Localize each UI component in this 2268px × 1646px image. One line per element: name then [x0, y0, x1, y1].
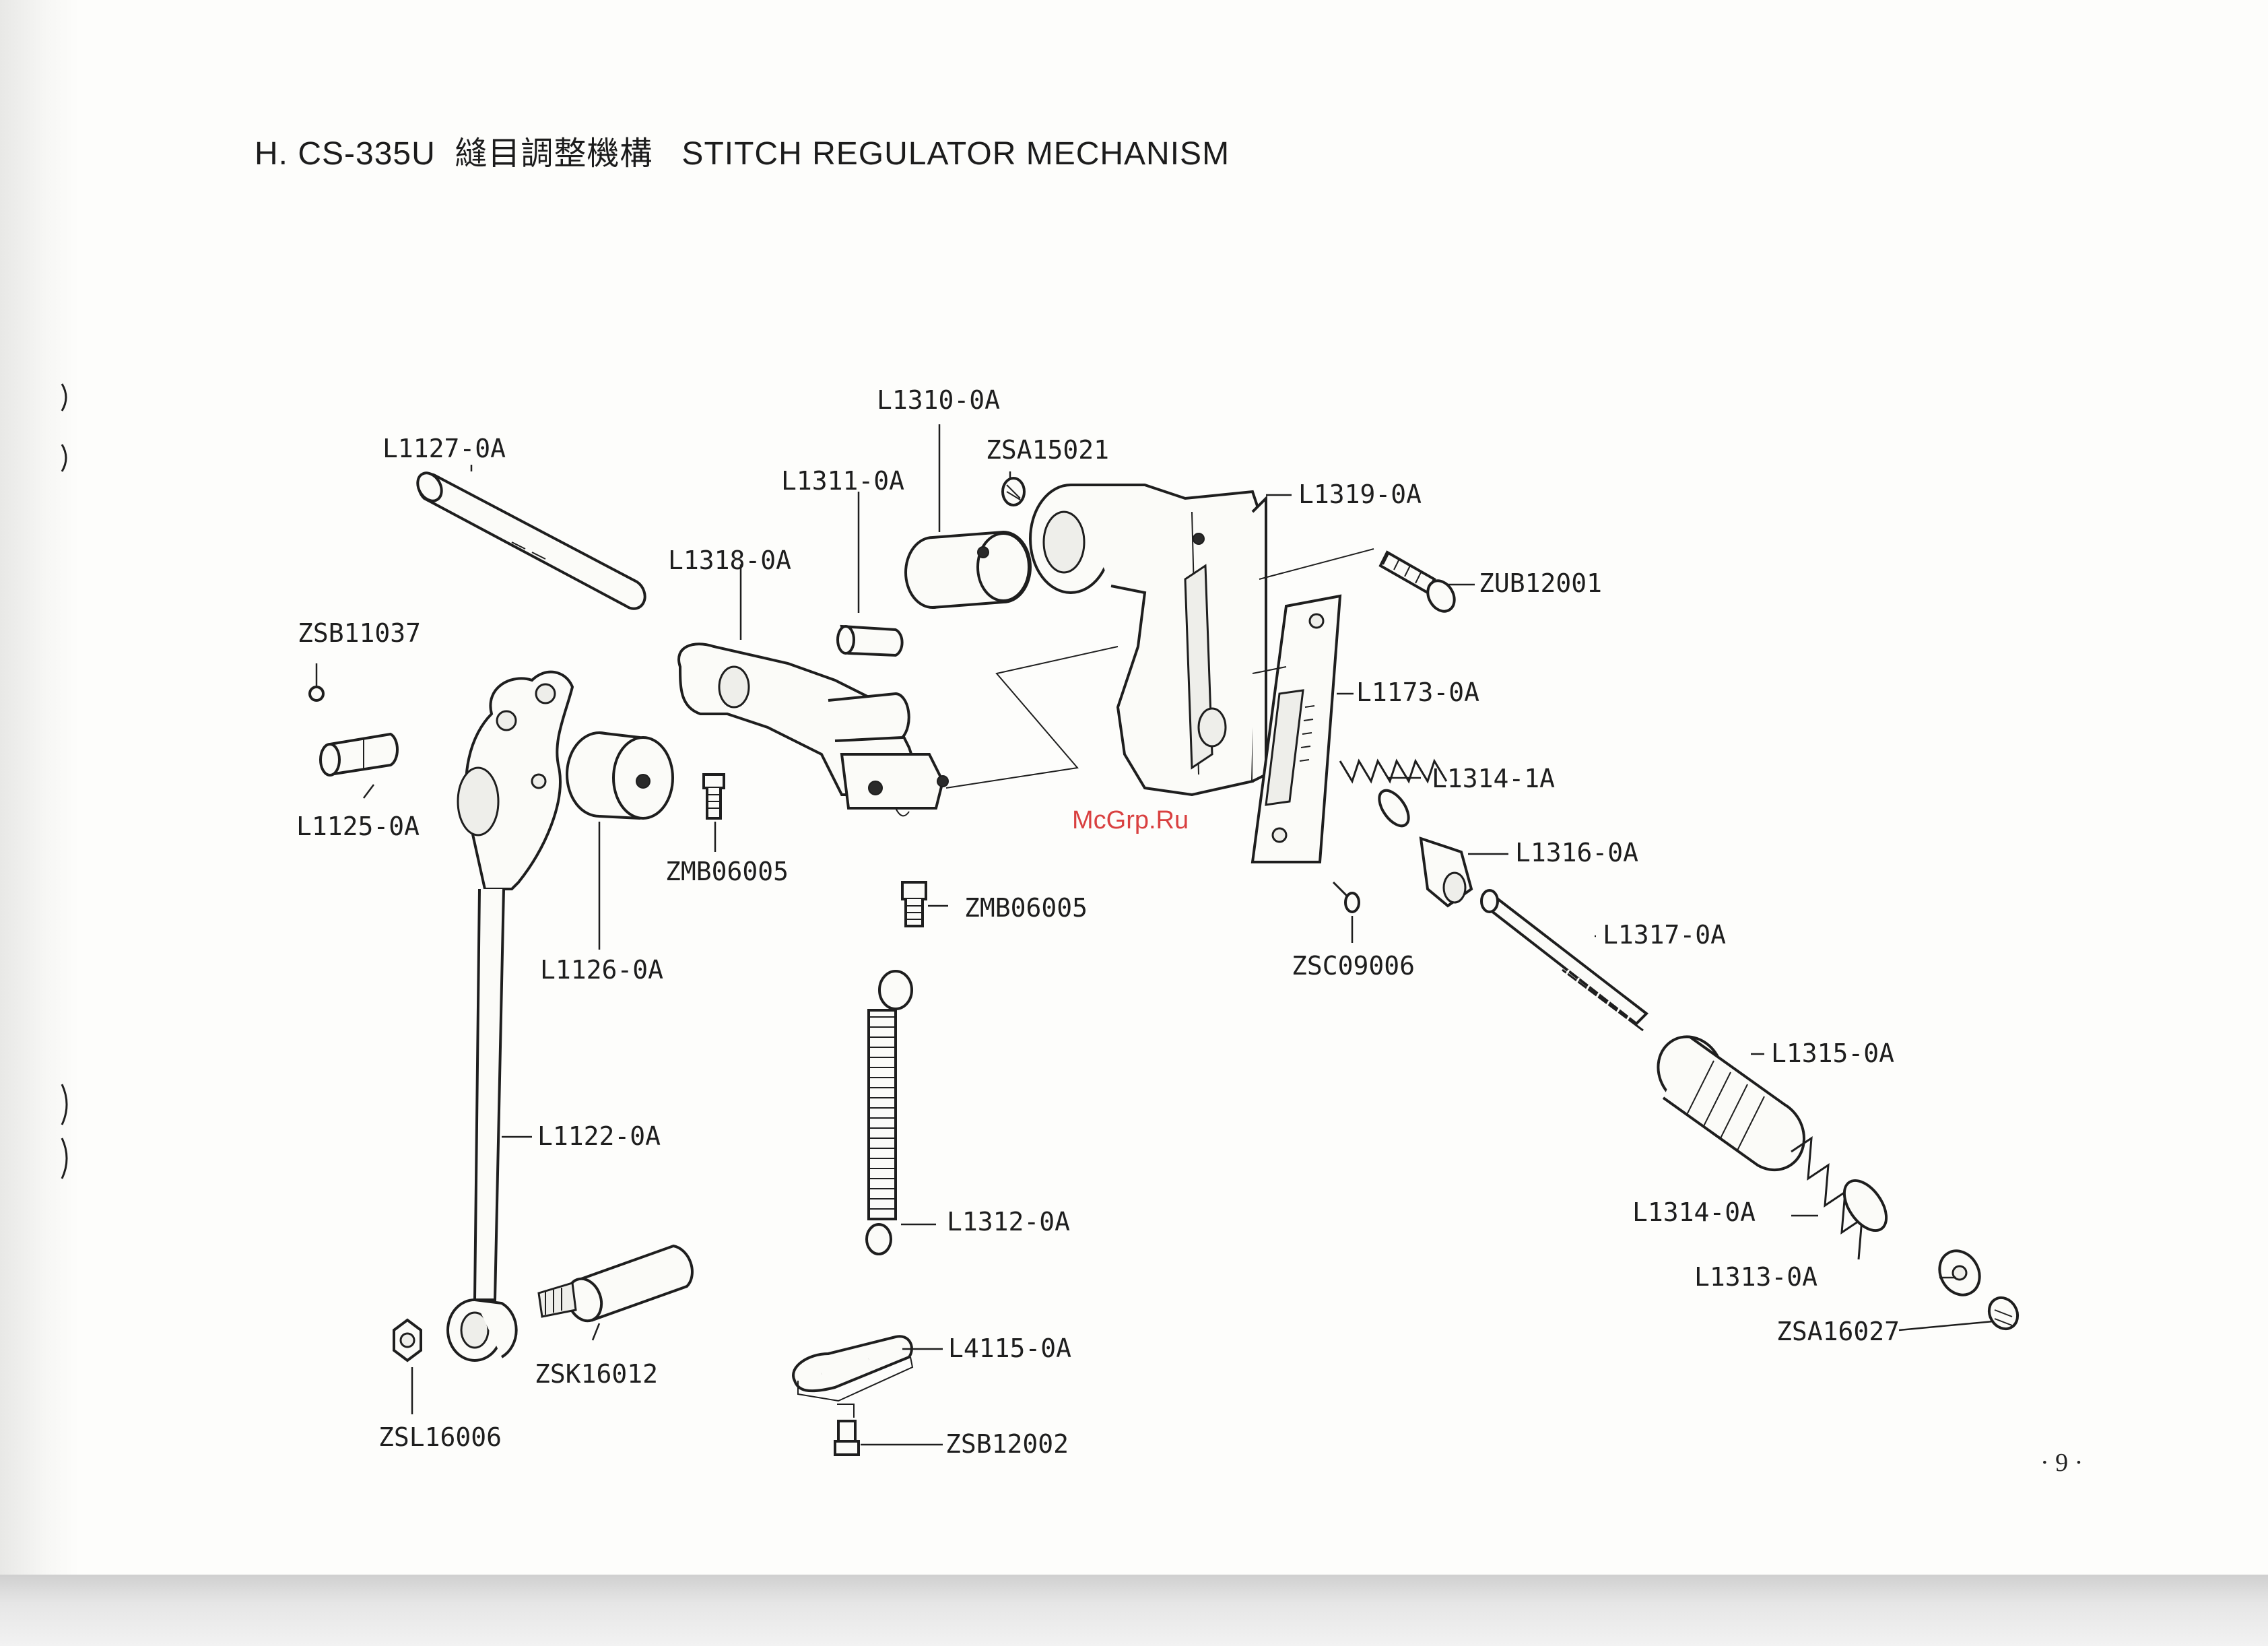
shaft-L1317-part [1480, 889, 1649, 1032]
part-label-ZUB12001: ZUB12001 [1479, 568, 1603, 598]
part-label-ZSA16027: ZSA16027 [1776, 1317, 1900, 1346]
part-label-ZSK16012: ZSK16012 [535, 1359, 659, 1389]
collar-L1126-part [566, 731, 674, 820]
assembly-guide-lines [945, 548, 1374, 789]
pin-L1311-part [836, 624, 904, 657]
lever-L1122-part [446, 670, 574, 1362]
page-bottom-edge [0, 1575, 2268, 1646]
screw-ZSA16027-part [1987, 1296, 2020, 1331]
part-label-L1126-0A: L1126-0A [540, 955, 664, 985]
page-binding-shadow [0, 0, 79, 1646]
part-label-L1312-0A: L1312-0A [947, 1207, 1071, 1237]
nut-ZSL16006-part [393, 1318, 422, 1362]
part-label-ZSL16006: ZSL16006 [378, 1422, 502, 1452]
block-L1316-part [1419, 836, 1473, 908]
cap-L1313-part [1938, 1249, 1981, 1296]
part-label-L1314-1A: L1314-1A [1432, 764, 1556, 793]
knob-L1315-part [1657, 1035, 1805, 1172]
part-label-L4115-0A: L4115-0A [948, 1334, 1072, 1363]
page-number: · 9 · [2040, 1449, 2083, 1477]
part-label-L1316-0A: L1316-0A [1515, 838, 1639, 867]
part-label-L1314-0A: L1314-0A [1632, 1197, 1756, 1227]
part-label-ZSB11037: ZSB11037 [298, 618, 422, 648]
leader-lines [315, 424, 1994, 1446]
part-label-L1122-0A: L1122-0A [537, 1121, 661, 1151]
part-label-ZSB12002: ZSB12002 [945, 1429, 1069, 1459]
watermark-text: McGrp.Ru [1072, 806, 1189, 834]
binding-rings [61, 383, 68, 1179]
spring-L1312-part [865, 970, 913, 1255]
part-label-L1318-0A: L1318-0A [668, 546, 792, 575]
part-label-L1127-0A: L1127-0A [382, 434, 506, 463]
plate-L4115-part [792, 1335, 914, 1402]
stud-ZSK16012-part [537, 1244, 694, 1323]
part-label-ZSA15021: ZSA15021 [986, 435, 1110, 465]
screw-ZSB12002-part [834, 1404, 860, 1456]
screw-ZMB06005-b-part [901, 881, 927, 927]
part-label-L1317-0A: L1317-0A [1603, 920, 1727, 950]
screw-ZUB12001-part [1378, 550, 1456, 613]
part-label-L1319-0A: L1319-0A [1298, 480, 1422, 509]
screw-ZMB06005-a-part [702, 773, 725, 820]
pin-L1127-part [416, 471, 646, 610]
part-label-L1310-0A: L1310-0A [877, 385, 1001, 415]
spring-L1314-1A-part [1339, 758, 1448, 828]
bracket-L1319-part [1029, 484, 1267, 797]
screw-ZSC09006-part [1332, 881, 1360, 913]
part-label-L1173-0A: L1173-0A [1356, 678, 1480, 707]
screw-ZSA15021-part [1001, 477, 1026, 506]
part-label-L1315-0A: L1315-0A [1771, 1039, 1895, 1068]
plate-L1173-part [1250, 594, 1342, 863]
pin-L1125-part [319, 732, 399, 777]
page-title: H. CS-335U 縫目調整機構 STITCH REGULATOR MECHA… [255, 136, 1230, 172]
part-label-L1125-0A: L1125-0A [296, 812, 420, 841]
part-label-ZMB06005-b: ZMB06005 [964, 893, 1088, 923]
part-label-L1311-0A: L1311-0A [781, 466, 905, 496]
part-label-L1313-0A: L1313-0A [1694, 1262, 1818, 1292]
crank-L1318-part [677, 643, 949, 817]
bushing-L1310-part [904, 530, 1032, 609]
spring-L1314-0A-part [1791, 1136, 1888, 1260]
part-label-ZSC09006: ZSC09006 [1292, 951, 1415, 981]
part-label-ZMB06005-a: ZMB06005 [665, 857, 789, 886]
